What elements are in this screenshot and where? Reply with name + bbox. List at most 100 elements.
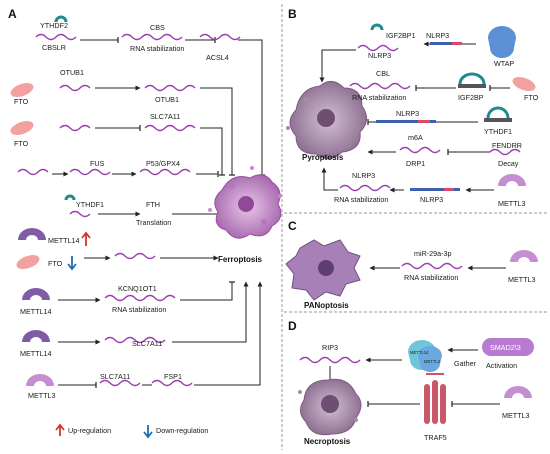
- fsp1-label: FSP1: [164, 372, 182, 381]
- panel-label-c: C: [288, 219, 297, 233]
- mettl3-icon-a: [26, 374, 54, 386]
- mettl14-icon-1: [18, 228, 46, 240]
- mettl14-fto-rna: [114, 252, 156, 260]
- slc7a11-label-2: SLC7A11: [132, 339, 162, 348]
- ythdf2-icon: [54, 15, 68, 23]
- fus-rna: [69, 168, 111, 176]
- igf2bp1-icon: [370, 23, 384, 31]
- ythdf1-icon-b: [486, 106, 510, 119]
- acsl4-to-ferroptosis: [238, 39, 265, 176]
- p53-gpx4-rna: [139, 168, 191, 176]
- necroptosis-cell: [298, 378, 362, 436]
- panel-a: YTHDF2 CBSLR CBS RNA stabilization ACSL4…: [10, 15, 282, 439]
- gather-label: Gather: [454, 359, 477, 368]
- cbslr-label: CBSLR: [42, 43, 66, 52]
- rna-stabilization-label-1: RNA stabilization: [130, 44, 184, 53]
- mettl3-label-c: METTL3: [508, 275, 536, 284]
- fus-rna-pre: [17, 168, 49, 176]
- legend-up-label: Up-regulation: [68, 426, 111, 435]
- nlrp3-low-rna: [339, 184, 391, 192]
- slc7a11-2-to-ferroptosis: [172, 281, 249, 343]
- acsl4-rna: [199, 33, 241, 41]
- kcnq1ot1-label: KCNQ1OT1: [118, 284, 157, 293]
- rna-stabilization-label-c: RNA stabilization: [404, 273, 458, 282]
- mettl3-label-b: METTL3: [498, 199, 526, 208]
- down-arrow-icon-legend: [143, 425, 153, 439]
- mettl3-label-d: METTL3: [502, 411, 530, 420]
- activation-label: Activation: [486, 361, 517, 370]
- ferroptosis-label: Ferroptosis: [218, 255, 263, 264]
- up-arrow-icon-legend: [55, 423, 65, 436]
- igf2bp-bar: [458, 84, 486, 88]
- mettl14-icon-3: [22, 330, 50, 342]
- translation-label: Translation: [136, 218, 171, 227]
- nlrp3-mid-label: NLRP3: [396, 109, 419, 118]
- fto-icon-1: [10, 83, 34, 97]
- otub1-prot-label: OTUB1: [155, 95, 179, 104]
- panel-label-a: A: [8, 7, 17, 21]
- mettl14-label-2: METTL14: [20, 307, 52, 316]
- fth-rna-pre: [69, 210, 91, 218]
- ythdf2-label: YTHDF2: [40, 21, 68, 30]
- mettl3-small-label: METTL3: [424, 359, 441, 364]
- wtap-icon: [488, 26, 516, 58]
- wtap-label: WTAP: [494, 59, 514, 68]
- cbl-label: CBL: [376, 69, 390, 78]
- decay-label: Decay: [498, 159, 519, 168]
- panel-d: RIP3 METTL14 METTL3 Gather SMAD2\3 Activ…: [298, 338, 534, 446]
- panoptosis-label: PANoptosis: [304, 301, 349, 310]
- fus-label: FUS: [90, 159, 105, 168]
- panoptosis-cell: [285, 239, 361, 301]
- cbslr-rna: [35, 33, 77, 41]
- igf2bp1-label: IGF2BP1: [386, 31, 416, 40]
- fsp1-to-ferroptosis: [194, 281, 263, 386]
- igf2bp-label: IGF2BP: [458, 93, 484, 102]
- fsp1-rna: [151, 379, 193, 387]
- panel-label-b: B: [288, 7, 297, 21]
- rna-stabilization-label-b2: RNA stabilization: [334, 195, 388, 204]
- fto-label-3: FTO: [48, 259, 63, 268]
- down-arrow-icon-1: [67, 256, 77, 271]
- slc7a11-rna-pre: [59, 124, 91, 132]
- slc7a11-label-3: SLC7A11: [100, 372, 130, 381]
- igf2bp-icon: [458, 72, 486, 85]
- slc7a11-to-ferroptosis: [200, 127, 225, 176]
- slc7a11-rna: [144, 124, 196, 132]
- otub1-gene-rna: [59, 84, 91, 92]
- mettl14-label-1: METTL14: [48, 236, 80, 245]
- m6a-label: m6A: [408, 133, 423, 142]
- m6a-mark-bot: [444, 188, 454, 191]
- mettl3-small-icon: [418, 346, 442, 372]
- fto-icon-3: [16, 255, 40, 269]
- slc7a11-label-1: SLC7A11: [150, 112, 180, 121]
- panel-label-d: D: [288, 319, 297, 333]
- ythdf1-label: YTHDF1: [76, 200, 104, 209]
- nlrp3-top-label: NLRP3: [368, 51, 391, 60]
- panel-c: PANoptosis miR-29a-3p RNA stabilization …: [285, 239, 538, 310]
- mettl3-icon-b: [498, 174, 526, 186]
- panel-b: IGF2BP1 NLRP3 NLRP3 WTAP Pyroptosis CBL …: [286, 23, 539, 208]
- rna-stabilization-label-b: RNA stabilization: [352, 93, 406, 102]
- mir-rna: [401, 262, 463, 270]
- mettl3-icon-c: [510, 250, 538, 262]
- ythdf1-label-b: YTHDF1: [484, 127, 512, 136]
- slc7a11-rna-3: [99, 379, 141, 387]
- fendrr-label: FENDRR: [492, 141, 522, 150]
- traf5-icon: [424, 373, 446, 424]
- fto-icon-2: [10, 121, 34, 135]
- necroptosis-label: Necroptosis: [304, 437, 351, 446]
- fto-label-1: FTO: [14, 97, 29, 106]
- nlrp3-low-to-pyroptosis: [321, 167, 338, 191]
- nlrp3-line-label: NLRP3: [426, 31, 449, 40]
- mettl14-label-3: METTL14: [20, 349, 52, 358]
- nlrp3-strand-bot: [410, 188, 460, 191]
- nlrp3-bot-label: NLRP3: [420, 195, 443, 204]
- fendrr-rna: [489, 148, 521, 156]
- mir-label: miR-29a-3p: [414, 249, 452, 258]
- mettl14-label-d: METTL14: [410, 350, 429, 355]
- rna-stabilization-label-2: RNA stabilization: [112, 305, 166, 314]
- ythdf1-bar-b: [484, 118, 512, 122]
- m6a-mark-mid: [418, 120, 430, 123]
- mettl3-label-a: METTL3: [28, 391, 56, 400]
